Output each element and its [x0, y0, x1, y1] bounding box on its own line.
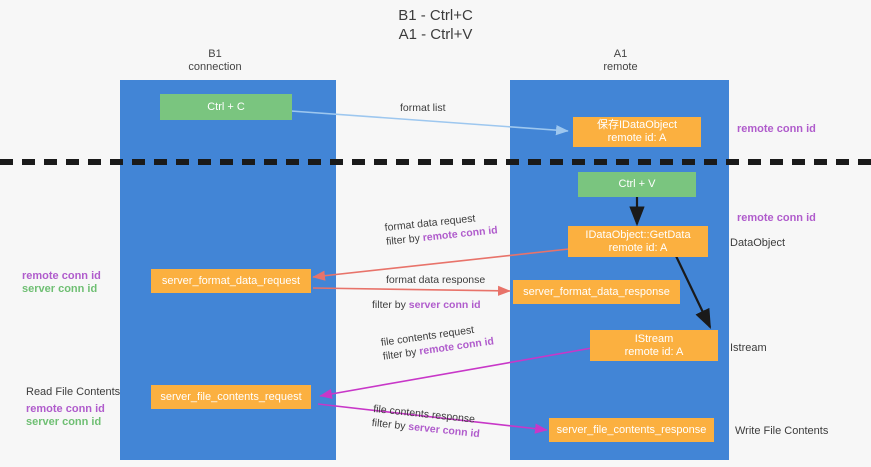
right-label-istream: Istream	[730, 342, 767, 354]
box-ctrl-v[interactable]: Ctrl + V	[578, 172, 696, 197]
arrow-label-format-data-response-filter: filter by server conn id	[372, 298, 481, 312]
box-istream-line2: remote id: A	[624, 345, 684, 358]
box-idataobject-getdata[interactable]: IDataObject::GetData remote id: A	[568, 226, 708, 257]
right-label-remote-conn-id-mid: remote conn id	[737, 212, 816, 224]
arrow-label-format-data-response: format data response	[386, 273, 485, 287]
box-ctrl-v-label: Ctrl + V	[618, 178, 656, 190]
filter-prefix: filter by	[382, 345, 421, 363]
filter-key: server conn id	[408, 299, 481, 311]
right-label-dataobject: DataObject	[730, 237, 786, 249]
left-label-read-file-contents: Read File Contents	[26, 386, 121, 398]
column-header-b1-sub: connection	[188, 61, 242, 73]
right-label-remote-conn-id-top: remote conn id	[737, 123, 816, 135]
arrow-label-format-list: format list	[400, 102, 446, 114]
filter-prefix: filter by	[371, 416, 409, 433]
column-header-a1-sub: remote	[603, 61, 638, 73]
box-server-file-contents-response-label: server_file_contents_response	[556, 423, 707, 436]
box-save-idataobject-line2: remote id: A	[607, 132, 667, 144]
box-server-file-contents-response[interactable]: server_file_contents_response	[549, 418, 714, 442]
box-server-format-data-response[interactable]: server_format_data_response	[513, 280, 680, 304]
column-header-a1: A1 remote	[548, 48, 693, 74]
box-save-idataobject-line1: 保存IDataObject	[596, 119, 678, 131]
filter-prefix: filter by	[385, 232, 424, 248]
left-label-server-conn-id: server conn id	[22, 283, 98, 295]
arrow-label-format-data-request: format data request filter by remote con…	[384, 209, 498, 249]
column-header-b1: B1 connection	[145, 48, 285, 74]
box-server-file-contents-request[interactable]: server_file_contents_request	[151, 385, 311, 409]
left-label-remote-conn-id-2: remote conn id	[26, 403, 105, 415]
box-save-idataobject[interactable]: 保存IDataObject remote id: A	[573, 117, 701, 147]
box-server-file-contents-request-label: server_file_contents_request	[160, 390, 302, 403]
arrow-label-format-data-response-text: format data response	[386, 274, 486, 286]
box-istream[interactable]: IStream remote id: A	[590, 330, 718, 361]
title-line-2: A1 - Ctrl+V	[398, 26, 473, 43]
arrow-format-data-response	[312, 285, 511, 296]
box-ctrl-c-label: Ctrl + C	[207, 100, 245, 113]
left-label-remote-conn-id: remote conn id	[22, 270, 101, 282]
column-header-a1-name: A1	[613, 48, 628, 60]
title-line-1: B1 - Ctrl+C	[398, 7, 473, 24]
filter-prefix: filter by	[372, 299, 409, 311]
column-header-b1-name: B1	[208, 48, 222, 60]
box-server-format-data-response-label: server_format_data_response	[523, 285, 670, 298]
box-istream-line1: IStream	[634, 332, 674, 345]
box-server-format-data-request[interactable]: server_format_data_request	[151, 269, 311, 293]
arrow-label-file-contents-response: file contents response filter by server …	[371, 402, 482, 441]
box-server-format-data-request-label: server_format_data_request	[161, 274, 301, 287]
arrow-label-file-contents-request: file contents request filter by remote c…	[380, 320, 495, 363]
diagram-title: B1 - Ctrl+C A1 - Ctrl+V	[0, 6, 871, 44]
box-ctrl-c[interactable]: Ctrl + C	[160, 94, 292, 120]
left-label-server-conn-id-2: server conn id	[26, 416, 102, 428]
box-idataobject-getdata-line1: IDataObject::GetData	[585, 228, 691, 241]
right-label-write-file-contents: Write File Contents	[735, 425, 829, 437]
box-idataobject-getdata-line2: remote id: A	[608, 241, 668, 254]
